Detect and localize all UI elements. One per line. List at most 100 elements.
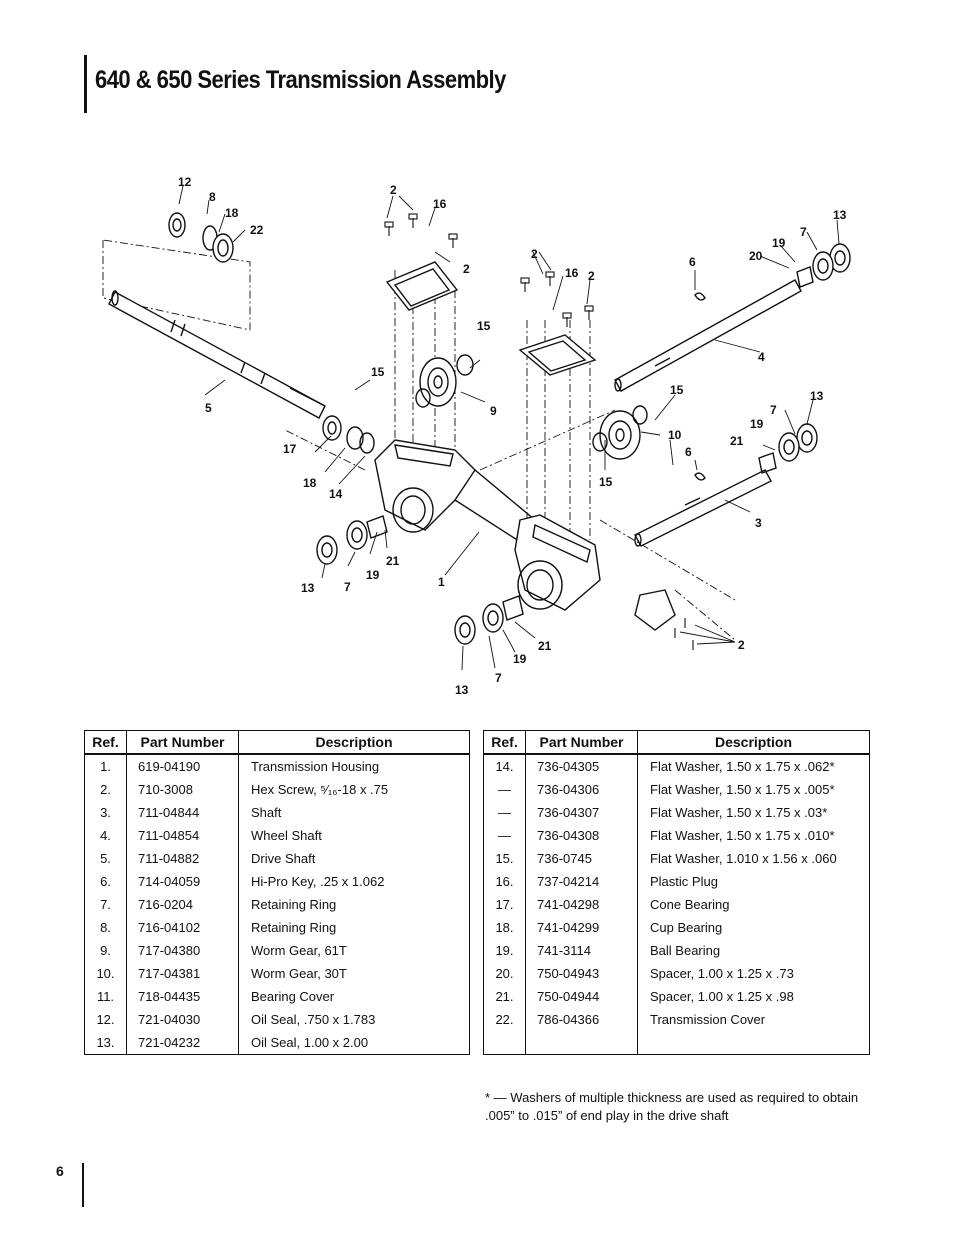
ref-cell: 1.: [100, 759, 111, 774]
callout-label: 21: [538, 639, 552, 653]
shaft: [634, 469, 772, 547]
part-number-cell: 736-04308: [525, 824, 638, 847]
description-cell: Flat Washer, 1.50 x 1.75 x .03*: [637, 801, 870, 824]
callout-label: 3: [755, 516, 762, 530]
callout-label: 19: [366, 568, 380, 582]
ref-cell: 12.: [96, 1012, 115, 1027]
part-number-cell: 711-04882: [126, 847, 239, 870]
callout-label: 2: [463, 262, 470, 276]
callout-label: 10: [668, 428, 682, 442]
wheel-shaft: [614, 279, 802, 392]
title-rule: [84, 55, 87, 113]
part-number-cell: 736-04305: [525, 754, 638, 778]
part-number-cell: 737-04214: [525, 870, 638, 893]
ref-cell: 16.: [495, 874, 514, 889]
description-cell: Oil Seal, .750 x 1.783: [238, 1008, 470, 1031]
part-number-cell: 786-04366: [525, 1008, 638, 1031]
callout-label: 14: [329, 487, 343, 501]
description-cell: Oil Seal, 1.00 x 2.00: [238, 1031, 470, 1055]
description-cell: Spacer, 1.00 x 1.25 x .98: [637, 985, 870, 1008]
worm-gear-61t: [419, 357, 457, 407]
callout-label: 13: [301, 581, 315, 595]
part-number-cell: 736-04307: [525, 801, 638, 824]
callout-label: 5: [205, 401, 212, 415]
description-cell: Cone Bearing: [637, 893, 870, 916]
part-number-cell: 721-04030: [126, 1008, 239, 1031]
ref-cell: 5.: [100, 851, 111, 866]
description-cell: Worm Gear, 61T: [238, 939, 470, 962]
ref-cell: 4.: [100, 828, 111, 843]
worm-gear-30t: [599, 410, 641, 460]
callout-label: 7: [344, 580, 351, 594]
callout-label: 15: [371, 365, 385, 379]
callout-label: 18: [225, 206, 239, 220]
callout-label: 8: [209, 190, 216, 204]
col-part-number-header: Part Number: [126, 730, 239, 755]
ref-cell: 9.: [100, 943, 111, 958]
callout-label: 15: [477, 319, 491, 333]
ref-cell: 6.: [100, 874, 111, 889]
description-cell: [637, 1031, 870, 1055]
ref-cell: 8.: [100, 920, 111, 935]
callout-label: 20: [749, 249, 763, 263]
page-number: 6: [56, 1163, 64, 1179]
transmission-housing: [374, 439, 676, 631]
callout-label: 16: [565, 266, 579, 280]
description-cell: Flat Washer, 1.50 x 1.75 x .005*: [637, 778, 870, 801]
part-number-cell: 741-04299: [525, 916, 638, 939]
description-cell: Wheel Shaft: [238, 824, 470, 847]
ref-cell: 21.: [495, 989, 514, 1004]
callout-label: 13: [810, 389, 824, 403]
part-number-cell: 741-04298: [525, 893, 638, 916]
description-cell: Worm Gear, 30T: [238, 962, 470, 985]
description-cell: Flat Washer, 1.50 x 1.75 x .062*: [637, 754, 870, 778]
part-number-cell: 717-04381: [126, 962, 239, 985]
callout-label: 1: [438, 575, 445, 589]
description-cell: Transmission Cover: [637, 1008, 870, 1031]
callout-label: 18: [303, 476, 317, 490]
part-number-cell: 716-0204: [126, 893, 239, 916]
description-cell: Retaining Ring: [238, 893, 470, 916]
ref-cell: 2.: [100, 782, 111, 797]
footnote: * — Washers of multiple thickness are us…: [485, 1090, 859, 1123]
part-number-cell: 750-04943: [525, 962, 638, 985]
table-row: [484, 1031, 870, 1055]
callout-label: 2: [588, 269, 595, 283]
callout-label: 19: [750, 417, 764, 431]
col-description-header: Description: [238, 730, 470, 755]
ref-cell: 15.: [495, 851, 514, 866]
callout-label: 13: [833, 208, 847, 222]
callout-label: 21: [730, 434, 744, 448]
ref-cell: —: [498, 805, 511, 820]
ref-cell: 3.: [100, 805, 111, 820]
part-number-cell: 736-0745: [525, 847, 638, 870]
callout-label: 12: [178, 175, 192, 189]
description-cell: Cup Bearing: [637, 916, 870, 939]
callout-label: 9: [490, 404, 497, 418]
col-description-header: Description: [637, 730, 870, 755]
description-cell: Spacer, 1.00 x 1.25 x .73: [637, 962, 870, 985]
drive-shaft: [108, 290, 326, 419]
col-ref-header: Ref.: [84, 730, 127, 755]
col-ref-header: Ref.: [483, 730, 526, 755]
part-number-cell: 619-04190: [126, 754, 239, 778]
